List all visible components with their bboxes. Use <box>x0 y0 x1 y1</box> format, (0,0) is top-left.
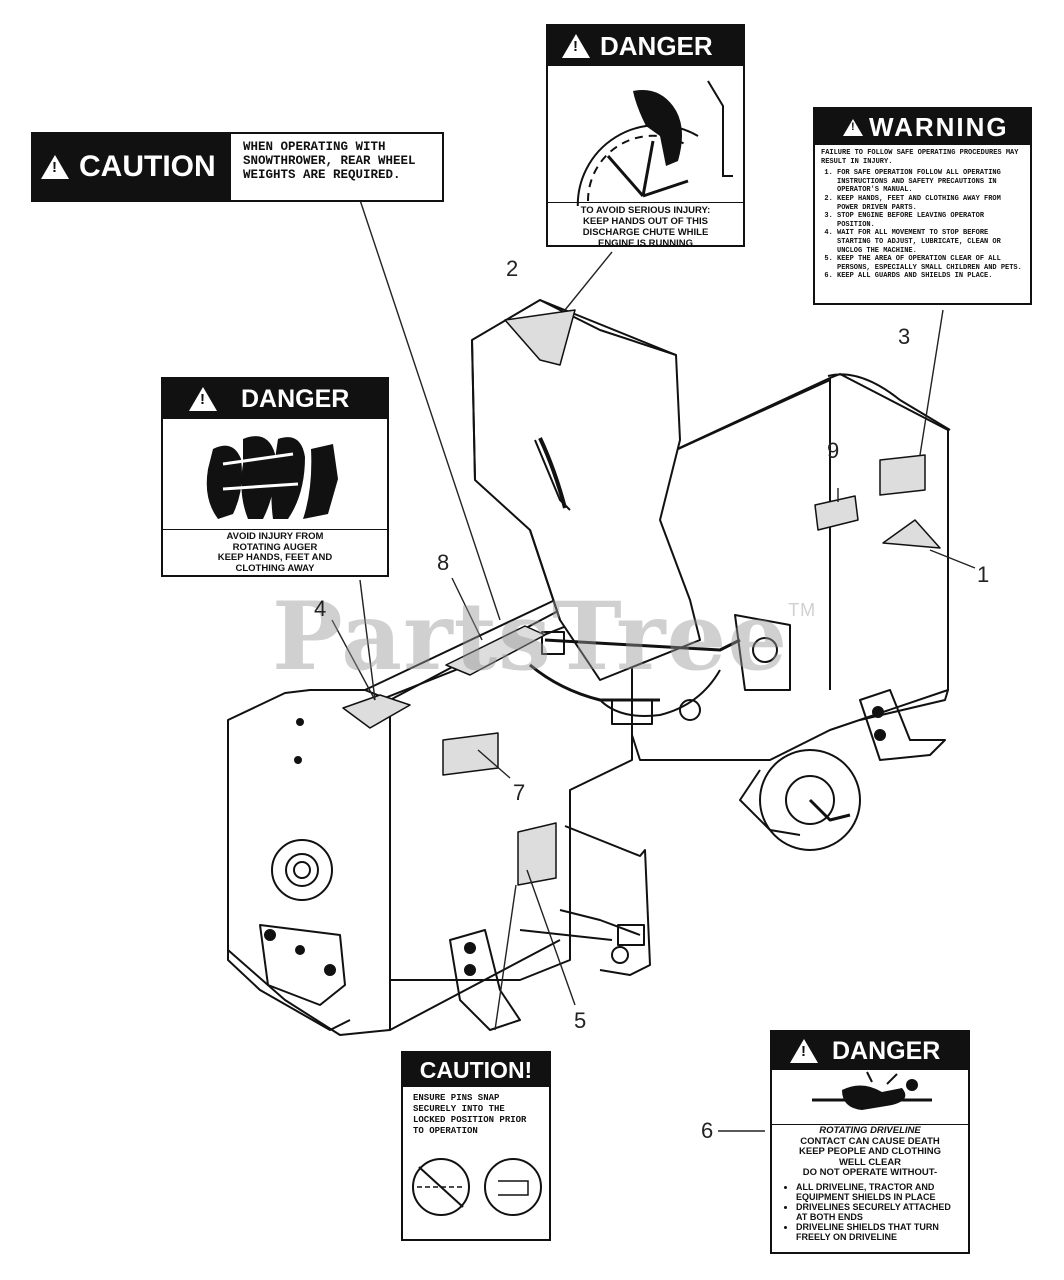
danger-auger-label: DANGER AVOID INJURY FROM ROTATING AUGER … <box>161 377 389 577</box>
watermark: PartsTreeTM <box>272 582 817 692</box>
label-line: ENGINE IS RUNNING <box>597 237 693 247</box>
label-line: AVOID INJURY FROM <box>226 531 324 542</box>
warning-item: FOR SAFE OPERATION FOLLOW ALL OPERATING … <box>837 169 1024 195</box>
callout-8: 8 <box>437 550 450 575</box>
warning-label: WARNING FAILURE TO FOLLOW SAFE OPERATING… <box>813 107 1032 305</box>
warning-item: KEEP HANDS, FEET AND CLOTHING AWAY FROM … <box>837 195 1024 212</box>
danger-driveline-label: DANGER ROTATING DRIVELINE CONTACT CAN CA… <box>770 1030 970 1254</box>
hand-in-chute-icon <box>576 80 733 206</box>
label-word: CAUTION <box>79 150 216 183</box>
warning-intro: FAILURE TO FOLLOW SAFE OPERATING PROCEDU… <box>821 149 1019 166</box>
callout-9: 9 <box>827 438 840 463</box>
driveline-bullet: DRIVELINES SECURELY ATTACHED AT BOTH END… <box>796 1202 960 1222</box>
warning-item: KEEP THE AREA OF OPERATION CLEAR OF ALL … <box>837 255 1024 272</box>
label-line: DISCHARGE CHUTE WHILE <box>582 226 709 238</box>
left-housing <box>227 689 391 1036</box>
label-line: CLOTHING AWAY <box>235 562 315 574</box>
callout-4: 4 <box>314 596 327 621</box>
label-line: KEEP HANDS, FEET AND <box>217 552 333 563</box>
callout-5: 5 <box>574 1008 587 1033</box>
label-word: DANGER <box>241 384 350 413</box>
label-message: WHEN OPERATING WITH SNOWTHROWER, REAR WH… <box>243 140 416 182</box>
person-entangled-icon <box>812 1071 932 1110</box>
callout-6: 6 <box>701 1118 714 1143</box>
warning-triangle-icon <box>790 1039 818 1063</box>
warning-item: WAIT FOR ALL MOVEMENT TO STOP BEFORE STA… <box>837 229 1024 255</box>
caution-rear-weights-label: CAUTION WHEN OPERATING WITH SNOWTHROWER,… <box>31 132 444 202</box>
label-word: DANGER <box>600 30 713 61</box>
callout-2: 2 <box>506 256 519 281</box>
label-line: KEEP PEOPLE AND CLOTHING <box>799 1146 941 1157</box>
label-line: WELL CLEAR <box>838 1156 902 1168</box>
warning-triangle-icon <box>843 118 863 136</box>
callout-1: 1 <box>977 562 990 587</box>
warning-triangle-icon <box>41 155 69 179</box>
label-line: DO NOT OPERATE WITHOUT- <box>802 1167 938 1178</box>
warning-triangle-icon <box>562 34 590 58</box>
warning-triangle-icon <box>189 387 217 411</box>
callout-3: 3 <box>898 324 911 349</box>
warning-item: STOP ENGINE BEFORE LEAVING OPERATOR POSI… <box>837 212 1024 229</box>
label-line: KEEP HANDS OUT OF THIS <box>583 215 708 227</box>
label-word: WARNING <box>869 111 1009 142</box>
callout-7: 7 <box>513 780 526 805</box>
label-line: TO AVOID SERIOUS INJURY: <box>580 205 711 216</box>
label-message: ENSURE PINS SNAP SECURELY INTO THE LOCKE… <box>413 1093 527 1136</box>
driveline-bullet: ALL DRIVELINE, TRACTOR AND EQUIPMENT SHI… <box>796 1182 960 1202</box>
label-line: ROTATING AUGER <box>232 541 318 553</box>
feet-in-auger-icon <box>206 436 338 519</box>
pin-lock-icon <box>412 1158 542 1216</box>
label-word: DANGER <box>832 1036 941 1065</box>
caution-pins-label: CAUTION! ENSURE PINS SNAP SECURELY INTO … <box>401 1051 551 1241</box>
driveline-bullet: DRIVELINE SHIELDS THAT TURN FREELY ON DR… <box>796 1222 960 1242</box>
label-word: CAUTION! <box>419 1056 533 1083</box>
driveline-title: ROTATING DRIVELINE <box>819 1125 921 1136</box>
danger-chute-label: DANGER TO AVOID SERIOUS INJURY: KEEP HAN… <box>546 24 745 247</box>
warning-item: KEEP ALL GUARDS AND SHIELDS IN PLACE. <box>837 272 1024 281</box>
label-line: CONTACT CAN CAUSE DEATH <box>800 1135 940 1147</box>
